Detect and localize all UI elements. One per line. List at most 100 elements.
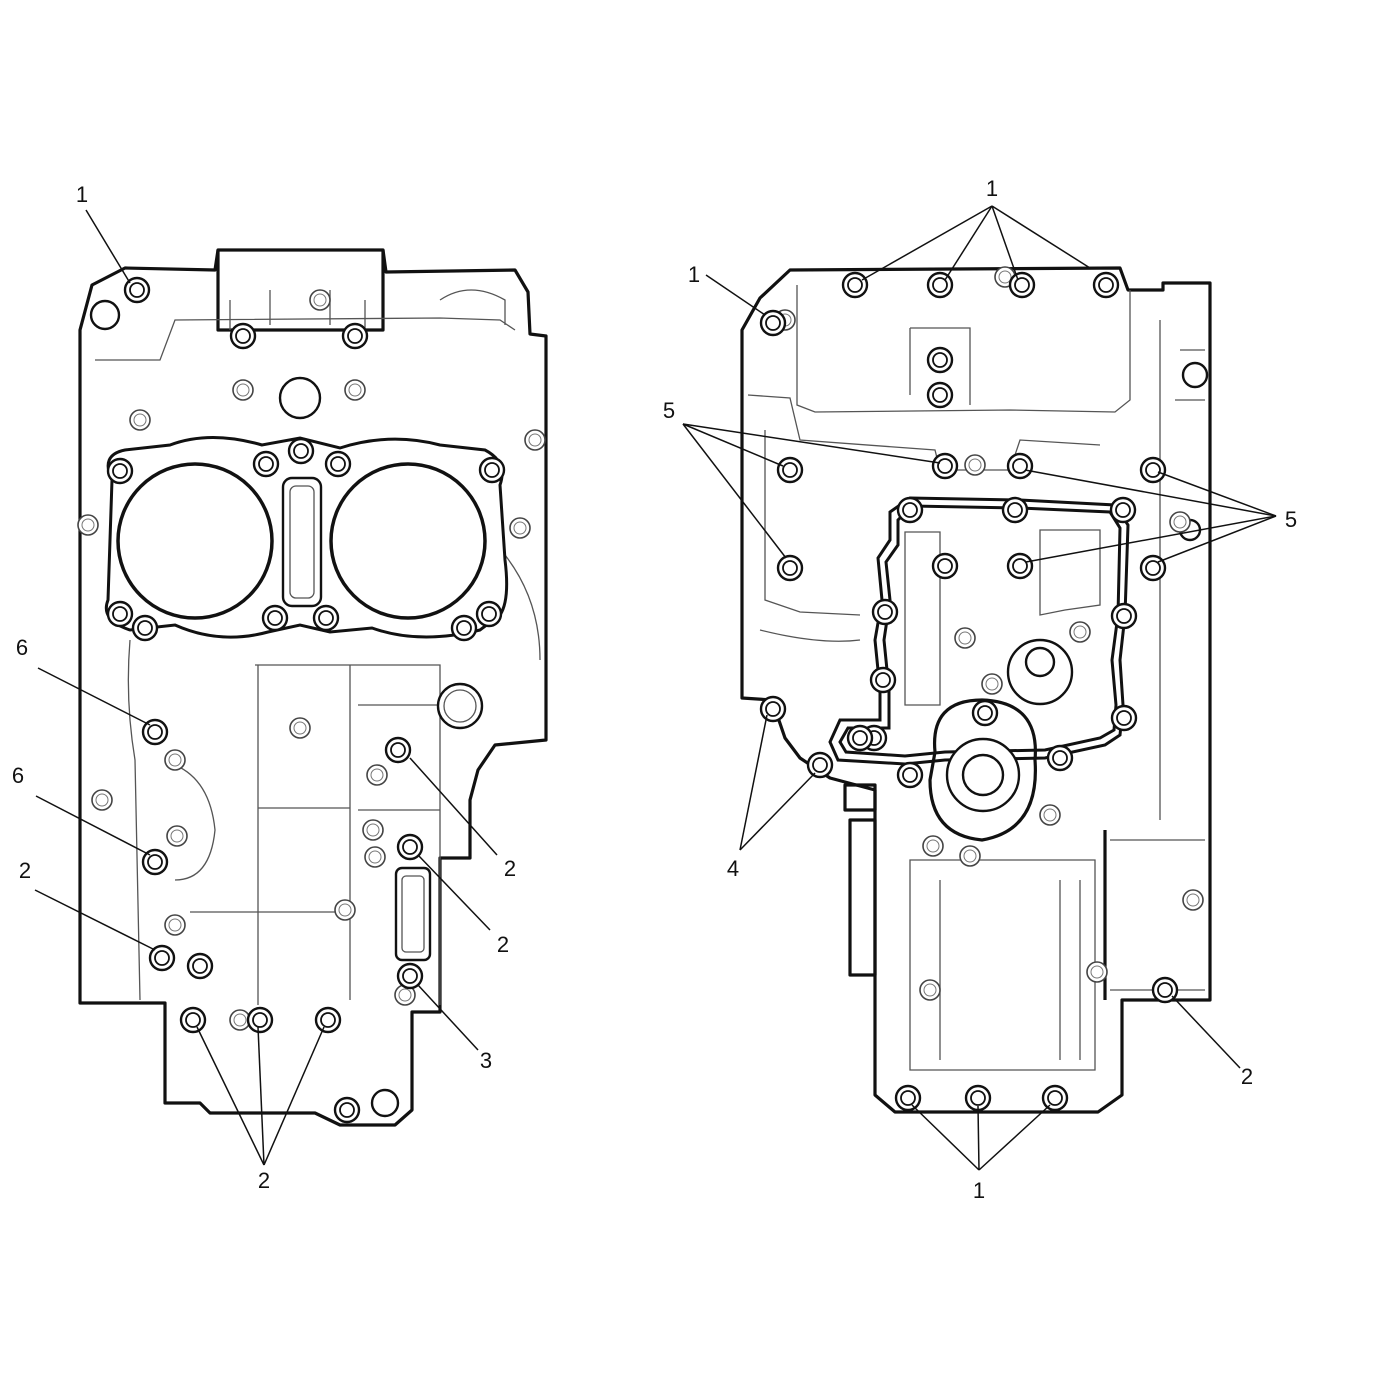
cam-chain-tunnel	[281, 476, 323, 608]
cast-hole-inner	[313, 293, 327, 307]
cast-hole	[1182, 889, 1204, 911]
callout-leader	[409, 757, 498, 856]
cast-hole	[164, 749, 186, 771]
bolt-marker-inner	[1007, 502, 1023, 518]
callout-leader	[85, 209, 131, 284]
lower-crankcase-outline	[740, 266, 1212, 1114]
callout-leader	[682, 423, 787, 559]
cast-hole	[91, 789, 113, 811]
cast-hole-inner	[368, 850, 382, 864]
bolt-marker-inner	[937, 458, 953, 474]
bolt-marker-inner	[977, 705, 993, 721]
bolt-marker-inner	[852, 730, 868, 746]
cast-hole-inner	[1073, 625, 1087, 639]
bolt-marker-inner	[481, 606, 497, 622]
callout-leader	[417, 984, 479, 1051]
left-cylinder-bore	[116, 462, 274, 620]
callout-leader	[1157, 471, 1277, 517]
cast-hole-inner	[133, 413, 147, 427]
callout-label: 2	[497, 932, 509, 957]
upper-head-boss	[216, 250, 385, 332]
callout-leader	[1025, 515, 1277, 563]
bolt-marker-inner	[347, 328, 363, 344]
cast-hole-inner	[170, 829, 184, 843]
callout-leader	[944, 205, 993, 281]
oil-filter-housing	[928, 698, 1037, 842]
cast-hole	[366, 764, 388, 786]
callout-leader	[35, 795, 151, 856]
cast-hole-inner	[926, 839, 940, 853]
callout-leader	[911, 1104, 980, 1171]
bolt-marker-inner	[875, 672, 891, 688]
cast-hole	[959, 845, 981, 867]
cast-hole-inner	[1090, 965, 1104, 979]
bolt-marker-inner	[339, 1102, 355, 1118]
bolt-marker-inner	[1012, 558, 1028, 574]
bolt-marker-inner	[782, 560, 798, 576]
callout-leader	[37, 667, 151, 726]
cast-hole-inner	[293, 721, 307, 735]
bolt-marker-inner	[765, 701, 781, 717]
bolt-marker-inner	[147, 854, 163, 870]
callout-leader	[1157, 515, 1277, 563]
callout-leader	[417, 854, 491, 931]
cast-hole	[232, 379, 254, 401]
callout-label: 2	[504, 856, 516, 881]
bolt-marker-inner	[147, 724, 163, 740]
callout-leader	[1171, 995, 1241, 1069]
bolt-marker-inner	[258, 456, 274, 472]
bolt-marker-inner	[456, 620, 472, 636]
cast-hole	[164, 914, 186, 936]
cast-hole-inner	[923, 983, 937, 997]
cast-hole	[954, 627, 976, 649]
bolt-marker-inner	[932, 387, 948, 403]
callout-leader	[739, 772, 816, 851]
cast-hole	[1069, 621, 1091, 643]
bolt-marker-inner	[185, 1012, 201, 1028]
upper-oil-gallery-slot	[394, 866, 432, 962]
callout-labels: 1 6 6 2 2 2 3 2 1 1 5 5 4 2 1	[12, 176, 1297, 1203]
cast-hole-inner	[236, 383, 250, 397]
cast-hole	[362, 819, 384, 841]
bolt-markers	[106, 271, 1179, 1124]
bolt-marker-inner	[484, 462, 500, 478]
cast-hole	[77, 514, 99, 536]
bolt-marker-inner	[267, 610, 283, 626]
callout-label: 2	[19, 858, 31, 883]
right-cylinder-bore	[329, 462, 487, 620]
callout-leader	[861, 205, 993, 281]
bolt-marker-inner	[318, 610, 334, 626]
bolt-marker-inner	[1115, 502, 1131, 518]
callout-leader	[257, 1026, 265, 1166]
cast-hole	[981, 673, 1003, 695]
callout-label: 1	[986, 176, 998, 201]
cast-hole	[129, 409, 151, 431]
callout-label: 2	[258, 1168, 270, 1193]
bolt-marker-inner	[902, 502, 918, 518]
bolt-marker-inner	[970, 1090, 986, 1106]
cast-hole	[334, 899, 356, 921]
bolt-marker-inner	[1012, 458, 1028, 474]
callout-leader	[705, 274, 766, 316]
callout-label: 4	[727, 856, 739, 881]
cast-hole-inner	[81, 518, 95, 532]
cast-hole-inner	[370, 768, 384, 782]
cast-hole-inner	[233, 1013, 247, 1027]
cast-hole-inner	[1186, 893, 1200, 907]
bolt-marker-inner	[112, 463, 128, 479]
callout-leader	[682, 423, 941, 464]
plain-holes	[77, 266, 1204, 1031]
cast-hole-inner	[998, 270, 1012, 284]
bolt-marker-inner	[782, 462, 798, 478]
callout-label: 5	[1285, 507, 1297, 532]
upper-crankcase-outline	[78, 248, 548, 1127]
cast-hole	[1086, 961, 1108, 983]
bolt-marker-inner	[1116, 710, 1132, 726]
callout-label: 3	[480, 1048, 492, 1073]
callout-leader	[196, 1026, 265, 1166]
bolt-marker-inner	[812, 757, 828, 773]
cast-hole-inner	[513, 521, 527, 535]
upper-crankcase-view	[78, 248, 548, 1127]
cast-hole-inner	[528, 433, 542, 447]
callout-leader	[739, 714, 768, 851]
